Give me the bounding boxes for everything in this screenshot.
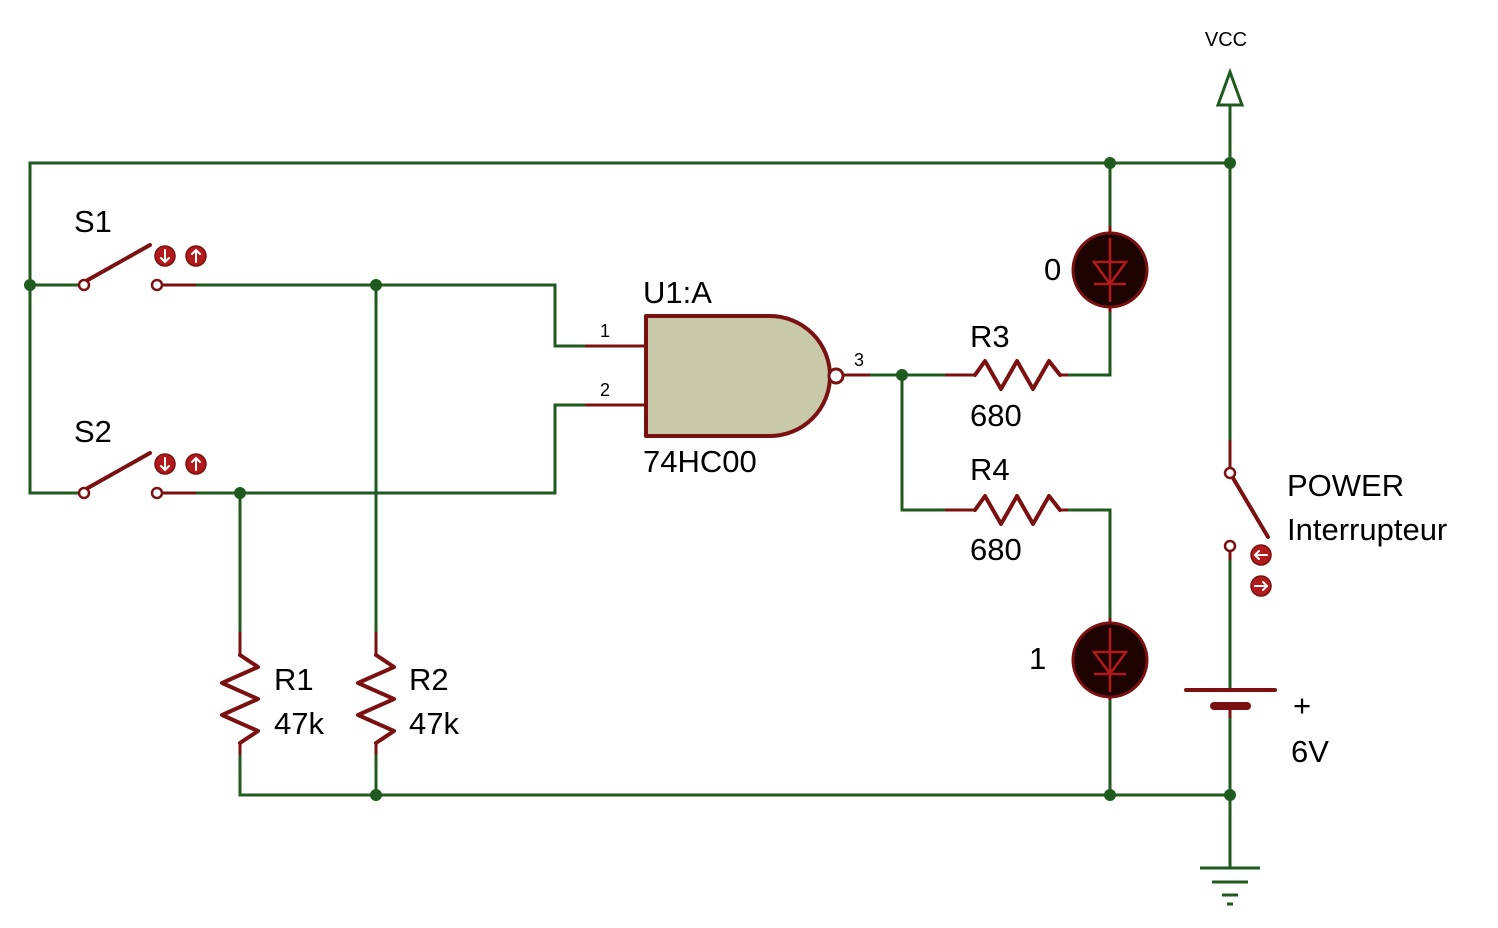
junction-dot bbox=[370, 279, 382, 291]
arrow-up-icon bbox=[191, 456, 201, 471]
switch-contact bbox=[1223, 539, 1237, 553]
switch-s1[interactable]: S1 bbox=[74, 204, 207, 292]
wire-out-to-r4 bbox=[900, 373, 947, 512]
resistor-r2: R2 47k bbox=[356, 632, 459, 755]
wire-s1-to-pin1 bbox=[194, 283, 587, 348]
resistor-r1-value: 47k bbox=[274, 706, 324, 741]
resistor-r2-ref: R2 bbox=[409, 662, 449, 697]
resistor-r3: R3 680 bbox=[945, 319, 1068, 433]
junction-dot bbox=[1224, 157, 1236, 169]
junction-dot bbox=[370, 789, 382, 801]
gate-part: 74HC00 bbox=[643, 444, 757, 479]
switch-power-ref: POWER bbox=[1287, 468, 1404, 503]
diode-icon bbox=[1091, 628, 1129, 692]
resistor-r3-value: 680 bbox=[970, 398, 1022, 433]
arrow-right-icon bbox=[1254, 581, 1269, 591]
arrow-left-icon bbox=[1253, 550, 1268, 560]
junction-dot bbox=[1104, 789, 1116, 801]
switch-s2-ref: S2 bbox=[74, 414, 112, 449]
switch-s2-open-button[interactable] bbox=[185, 453, 207, 475]
led-top-label: 0 bbox=[1044, 252, 1061, 287]
switch-contact bbox=[150, 278, 164, 292]
nand-inverter-bubble bbox=[827, 367, 845, 385]
junction-dot bbox=[24, 279, 36, 291]
switch-s1-ref: S1 bbox=[74, 204, 112, 239]
resistor-zigzag bbox=[973, 359, 1062, 391]
resistor-r4-value: 680 bbox=[970, 532, 1022, 567]
battery-polarity: + bbox=[1293, 688, 1311, 723]
junctions bbox=[24, 157, 1236, 801]
diode-icon bbox=[1091, 238, 1129, 302]
resistor-r2-value: 47k bbox=[409, 706, 459, 741]
resistor-r4-ref: R4 bbox=[970, 452, 1010, 487]
resistor-zigzag bbox=[973, 494, 1062, 526]
wire-s2-to-pin2 bbox=[194, 403, 587, 495]
wires bbox=[28, 103, 1232, 870]
switch-power-open-button[interactable] bbox=[1250, 575, 1272, 597]
switch-power-close-button[interactable] bbox=[1250, 544, 1272, 566]
gate-pin3-number: 3 bbox=[854, 350, 864, 370]
switch-lever bbox=[84, 451, 152, 491]
vcc-terminal: VCC bbox=[1205, 29, 1247, 107]
nand-gate-u1a: U1:A 74HC00 1 2 3 bbox=[585, 275, 870, 479]
junction-dot bbox=[1224, 789, 1236, 801]
gate-pin2-number: 2 bbox=[600, 380, 610, 400]
gate-ref: U1:A bbox=[643, 275, 712, 310]
resistor-r1: R1 47k bbox=[220, 632, 324, 755]
wire-r3-led0 bbox=[1066, 310, 1112, 377]
led-bottom-label: 1 bbox=[1029, 641, 1046, 676]
switch-lever bbox=[84, 243, 152, 283]
switch-lever bbox=[1231, 476, 1270, 539]
junction-dot bbox=[1104, 157, 1116, 169]
resistor-zigzag bbox=[220, 653, 260, 745]
switch-contact bbox=[77, 486, 91, 500]
led-bottom: 1 bbox=[1029, 618, 1149, 700]
resistor-r4: R4 680 bbox=[945, 452, 1068, 567]
battery-value: 6V bbox=[1291, 734, 1329, 769]
nand-gate-body bbox=[644, 314, 832, 438]
vcc-label: VCC bbox=[1205, 29, 1247, 51]
arrow-down-icon bbox=[160, 457, 170, 472]
resistor-r1-ref: R1 bbox=[274, 662, 314, 697]
ground bbox=[1200, 866, 1260, 906]
switch-s1-open-button[interactable] bbox=[185, 245, 207, 267]
arrow-down-icon bbox=[160, 249, 170, 264]
battery: + 6V bbox=[1184, 688, 1329, 769]
switch-s2-close-button[interactable] bbox=[154, 453, 176, 475]
switch-contact bbox=[1223, 466, 1237, 480]
switch-s2[interactable]: S2 bbox=[74, 414, 207, 500]
switch-power[interactable]: POWER Interrupteur bbox=[1223, 440, 1447, 597]
vcc-arrow-icon bbox=[1215, 67, 1245, 107]
led-top: 0 bbox=[1044, 226, 1149, 312]
resistor-r3-ref: R3 bbox=[970, 319, 1010, 354]
switch-power-type: Interrupteur bbox=[1287, 512, 1447, 547]
arrow-up-icon bbox=[191, 248, 201, 263]
wire-r4-led1 bbox=[1066, 508, 1112, 620]
gate-pin1-number: 1 bbox=[600, 321, 610, 341]
junction-dot bbox=[896, 369, 908, 381]
resistor-zigzag bbox=[356, 653, 396, 745]
switch-contact bbox=[77, 278, 91, 292]
ground-icon bbox=[1200, 866, 1260, 906]
junction-dot bbox=[234, 487, 246, 499]
switch-contact bbox=[150, 486, 164, 500]
switch-s1-close-button[interactable] bbox=[154, 245, 176, 267]
